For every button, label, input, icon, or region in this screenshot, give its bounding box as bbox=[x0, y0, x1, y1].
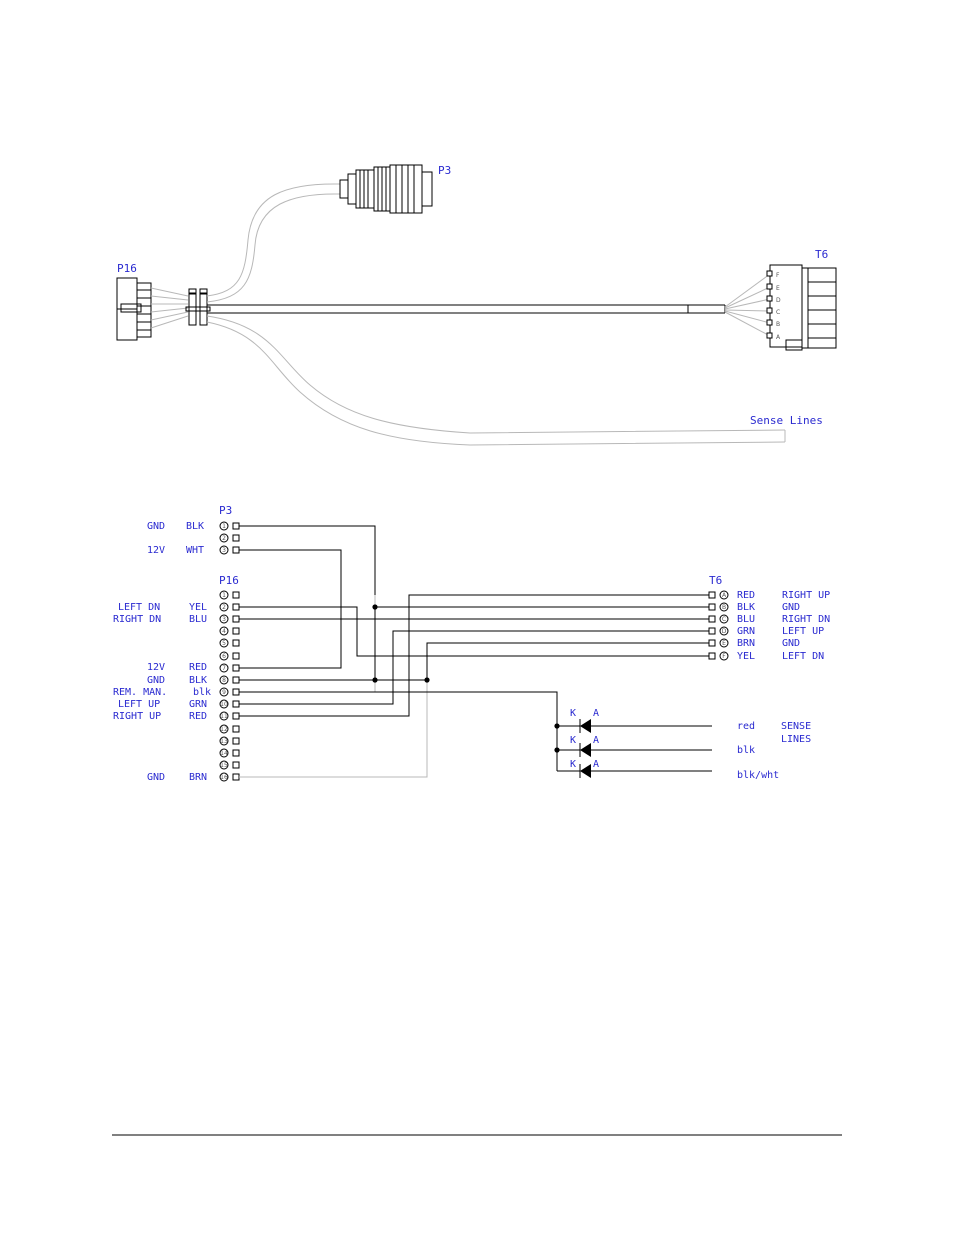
t6-pins: A RED RIGHT UP B BLK GND C BLU RIGHT DN … bbox=[708, 590, 830, 662]
pin-function: GND bbox=[782, 602, 800, 613]
wire-color: WHT bbox=[186, 545, 204, 556]
pin-letter: C bbox=[722, 616, 726, 623]
pin-function: 12V bbox=[147, 545, 165, 556]
pin-number: 9 bbox=[222, 689, 226, 696]
pin-function: GND bbox=[782, 638, 800, 649]
schematic: P3 GND BLK 1 2 12V WHT 3 P16 1 LEFT DN Y… bbox=[113, 504, 830, 783]
pin-letter: F bbox=[722, 653, 726, 660]
sense-lines-cable bbox=[206, 315, 786, 446]
p3-pins: GND BLK 1 2 12V WHT 3 bbox=[147, 521, 240, 556]
sense-wire-color: blk/wht bbox=[737, 770, 779, 781]
pin-number: 7 bbox=[222, 665, 226, 672]
pin-number: 16 bbox=[220, 774, 228, 781]
pin-function: LEFT UP bbox=[118, 699, 160, 710]
pin-number: 3 bbox=[222, 547, 226, 554]
t6-harness-label: T6 bbox=[815, 248, 828, 261]
pin-function: LEFT DN bbox=[782, 651, 824, 662]
sense-diodes: K A K A K A red blk blk/wht SENSE bbox=[554, 708, 811, 781]
wire-color: BLU bbox=[189, 614, 207, 625]
pin-number: 12 bbox=[220, 726, 228, 733]
t6-connector: F E D C B A bbox=[766, 264, 837, 351]
t6-pin-letter: F bbox=[776, 272, 780, 279]
diode-k-label: K bbox=[570, 759, 576, 770]
t6-pin-letter: B bbox=[776, 321, 780, 328]
pin-number: 6 bbox=[222, 653, 226, 660]
pin-letter: D bbox=[722, 628, 727, 635]
p16-pins: 1 LEFT DN YEL 2 RIGHT DN BLU 3 4 5 6 12V… bbox=[113, 590, 240, 783]
sense-wire-color: red bbox=[737, 721, 755, 732]
diode-k-label: K bbox=[570, 708, 576, 719]
wire-color: YEL bbox=[737, 651, 755, 662]
pin-function: REM. MAN. bbox=[113, 687, 167, 698]
pin-number: 2 bbox=[222, 535, 226, 542]
pin-function: RIGHT DN bbox=[113, 614, 161, 625]
pin-number: 11 bbox=[220, 713, 228, 720]
sense-wire-color: blk bbox=[737, 745, 755, 756]
pin-number: 15 bbox=[220, 762, 228, 769]
t6-schematic-label: T6 bbox=[709, 574, 722, 587]
pin-number: 8 bbox=[222, 677, 226, 684]
p16-schematic-label: P16 bbox=[219, 574, 239, 587]
sense-lines-label: SENSE bbox=[781, 721, 811, 732]
wire-color: BLU bbox=[737, 614, 755, 625]
wire-traces bbox=[239, 525, 709, 778]
p3-harness-label: P3 bbox=[438, 164, 451, 177]
wire-color: BLK bbox=[737, 602, 755, 613]
pin-function: GND bbox=[147, 675, 165, 686]
pin-function: RIGHT UP bbox=[782, 590, 830, 601]
pin-function: 12V bbox=[147, 662, 165, 673]
wire-color: RED bbox=[737, 590, 755, 601]
t6-pin-letter: E bbox=[776, 285, 780, 292]
pin-function: RIGHT UP bbox=[113, 711, 161, 722]
diode-a-label: A bbox=[593, 759, 599, 770]
t6-pin-letter: A bbox=[776, 334, 781, 341]
main-cable bbox=[207, 273, 771, 337]
pin-function: LEFT UP bbox=[782, 626, 824, 637]
pin-number: 1 bbox=[222, 592, 226, 599]
sense-lines-label: LINES bbox=[781, 734, 811, 745]
p16-harness-label: P16 bbox=[117, 262, 137, 275]
wire-color: GRN bbox=[737, 626, 755, 637]
pin-function: GND bbox=[147, 521, 165, 532]
t6-pin-letter: C bbox=[776, 309, 780, 316]
pin-number: 1 bbox=[222, 523, 226, 530]
cable-clips bbox=[185, 288, 211, 326]
p3-cable bbox=[206, 183, 341, 303]
pin-number: 10 bbox=[220, 701, 228, 708]
p16-wires bbox=[150, 287, 189, 329]
pin-function: GND bbox=[147, 772, 165, 783]
diode-a-label: A bbox=[593, 708, 599, 719]
p3-connector bbox=[339, 164, 433, 214]
pin-letter: E bbox=[722, 640, 726, 647]
t6-pin-letter: D bbox=[776, 297, 781, 304]
pin-letter: A bbox=[722, 592, 727, 599]
wire-color: BRN bbox=[737, 638, 755, 649]
pin-number: 5 bbox=[222, 640, 226, 647]
wire-color: BLK bbox=[186, 521, 204, 532]
wire-color: GRN bbox=[189, 699, 207, 710]
pin-number: 4 bbox=[222, 628, 226, 635]
pin-number: 2 bbox=[222, 604, 226, 611]
wire-color: RED bbox=[189, 711, 207, 722]
wire-color: BLK bbox=[189, 675, 207, 686]
wire-color: BRN bbox=[189, 772, 207, 783]
pin-function: RIGHT DN bbox=[782, 614, 830, 625]
pin-number: 14 bbox=[220, 750, 228, 757]
harness-drawing: P16 bbox=[116, 164, 837, 446]
sense-lines-harness-label: Sense Lines bbox=[750, 414, 823, 427]
pin-number: 3 bbox=[222, 616, 226, 623]
diode-k-label: K bbox=[570, 735, 576, 746]
pin-number: 13 bbox=[220, 738, 228, 745]
diode-a-label: A bbox=[593, 735, 599, 746]
p3-schematic-label: P3 bbox=[219, 504, 232, 517]
pin-function: LEFT DN bbox=[118, 602, 160, 613]
pin-letter: B bbox=[722, 604, 726, 611]
wire-color: YEL bbox=[189, 602, 207, 613]
wire-color: RED bbox=[189, 662, 207, 673]
wire-color: blk bbox=[193, 687, 211, 698]
p16-connector bbox=[116, 277, 152, 341]
